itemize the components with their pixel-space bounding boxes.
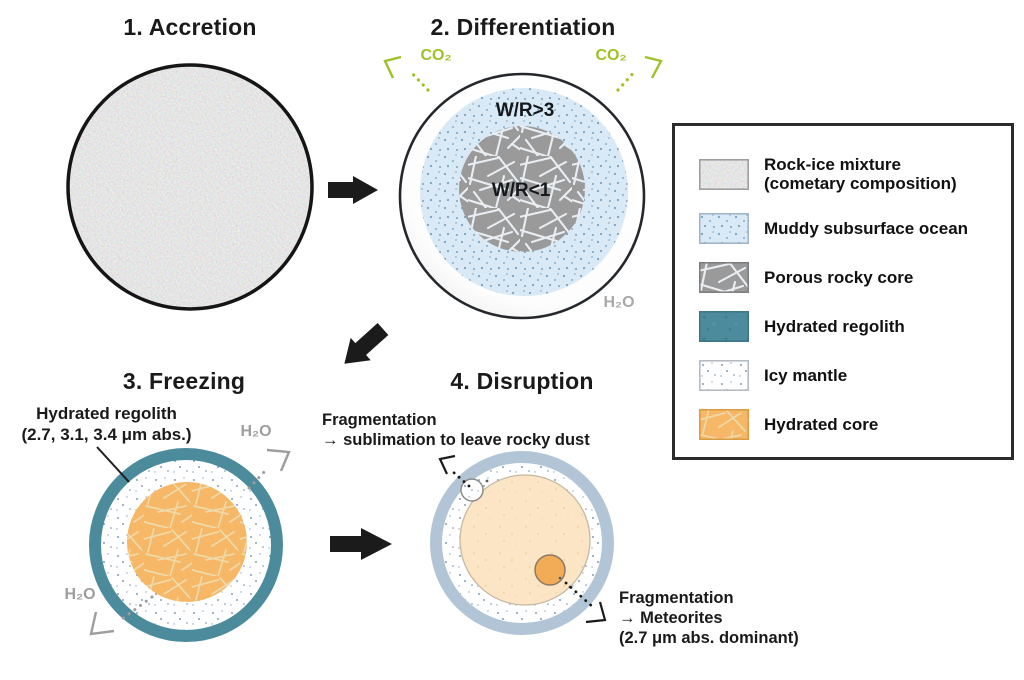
fragmentation-note-bottom-line3: (2.7 μm abs. dominant) xyxy=(619,629,799,647)
stage-3-title: 3. Freezing xyxy=(122,368,246,394)
fragmentation-arrow-bottom-right xyxy=(564,581,607,624)
legend-item-hydrated-regolith: Hydrated regolith xyxy=(675,302,1011,351)
stage-2-title: 2. Differentiation xyxy=(430,14,616,40)
legend-item-hydrated-core: Hydrated core xyxy=(675,400,1011,449)
stage-4-title: 4. Disruption xyxy=(450,368,594,394)
fragmentation-note-bottom: Fragmentation → Meteorites (2.7 μm abs. … xyxy=(619,588,799,648)
stage-1-title: 1. Accretion xyxy=(123,14,257,40)
legend-item-muddy-ocean: Muddy subsurface ocean xyxy=(675,204,1011,253)
fragmentation-note-top-line2: → sublimation to leave rocky dust xyxy=(322,431,590,449)
legend-label: Porous rocky core xyxy=(764,268,914,287)
water-rock-ratio-core-label: W/R<1 xyxy=(491,180,551,201)
fragmentation-note-top: Fragmentation → sublimation to leave roc… xyxy=(322,410,590,450)
fragmentation-note-top-line1: Fragmentation xyxy=(322,411,437,429)
legend-label: Rock-ice mixture (cometary composition) xyxy=(764,155,957,193)
differentiation-body xyxy=(398,72,646,320)
frozen-body xyxy=(89,448,283,642)
h2o-label-stage2: H₂O xyxy=(603,294,635,311)
process-arrow-3-4 xyxy=(330,528,392,560)
rock-ice-swatch-icon xyxy=(699,158,749,190)
muddy-ocean-swatch-icon xyxy=(699,213,749,244)
hydrated-regolith-swatch-icon xyxy=(699,311,749,342)
h2o-arrow-top-right xyxy=(247,448,291,490)
water-rock-ratio-outer-label: W/R>3 xyxy=(495,100,555,121)
hydrated-regolith-note-line1: Hydrated regolith xyxy=(36,404,177,423)
hydrated-core-region xyxy=(127,482,247,602)
co2-label-right: CO₂ xyxy=(595,47,627,64)
hydrated-regolith-note-line2: (2.7, 3.1, 3.4 μm abs.) xyxy=(21,425,192,444)
legend-item-rock-ice: Rock-ice mixture (cometary composition) xyxy=(675,144,1011,204)
accretion-body xyxy=(66,63,314,311)
hydrated-regolith-note: Hydrated regolith (2.7, 3.1, 3.4 μm abs.… xyxy=(0,403,213,445)
hydrated-core-swatch-icon xyxy=(699,409,749,440)
process-arrow-2-3 xyxy=(344,323,389,364)
legend-item-porous-core: Porous rocky core xyxy=(675,253,1011,302)
legend-label: Icy mantle xyxy=(764,366,848,385)
rocky-fragment xyxy=(534,554,566,586)
legend-item-icy-mantle: Icy mantle xyxy=(675,351,1011,400)
co2-arrow-right xyxy=(616,55,663,92)
porous-core-swatch-icon xyxy=(699,262,749,293)
fragmentation-note-bottom-line2: → Meteorites xyxy=(619,609,723,627)
co2-arrow-left xyxy=(383,55,430,92)
legend-label: Hydrated regolith xyxy=(764,317,905,336)
legend-label: Muddy subsurface ocean xyxy=(764,219,969,238)
regolith-note-pointer-line xyxy=(96,446,130,483)
h2o-label-stage3-top: H₂O xyxy=(240,423,272,440)
fragmentation-arrow-top-left xyxy=(438,454,471,488)
process-arrow-1-2 xyxy=(328,176,378,204)
legend-label: Hydrated core xyxy=(764,415,879,434)
icy-fragment xyxy=(460,478,484,502)
legend: Rock-ice mixture (cometary composition) … xyxy=(672,123,1014,460)
disrupted-body xyxy=(430,451,614,635)
porous-core-region xyxy=(459,126,585,252)
co2-label-left: CO₂ xyxy=(420,47,452,64)
fragmentation-note-bottom-line1: Fragmentation xyxy=(619,589,734,607)
h2o-arrow-bottom-left xyxy=(89,595,154,636)
h2o-label-stage3-bottom: H₂O xyxy=(64,586,96,603)
icy-mantle-swatch-icon xyxy=(699,360,749,391)
